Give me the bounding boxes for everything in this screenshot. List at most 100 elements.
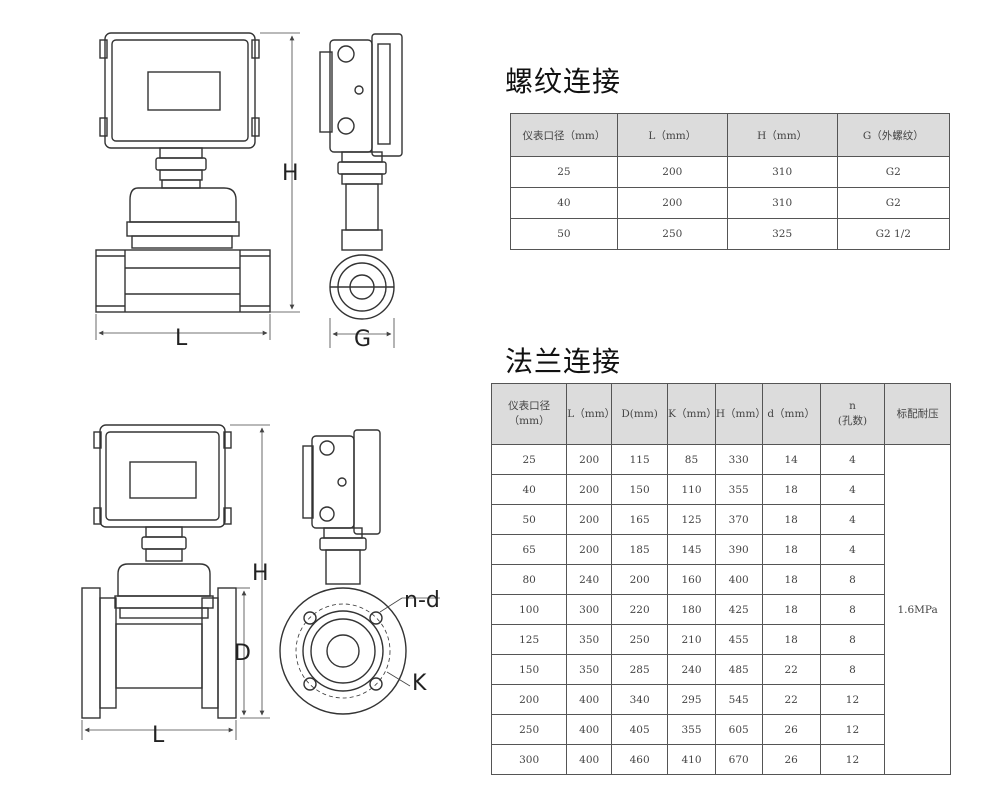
col-header-n-sub: (孔数) xyxy=(837,415,868,427)
cell: G2 1/2 xyxy=(836,218,951,250)
cell: 200 xyxy=(566,444,613,475)
cell: 390 xyxy=(714,534,763,565)
cell: 200 xyxy=(566,474,613,505)
cell: 410 xyxy=(667,744,716,775)
cell: 115 xyxy=(611,444,669,475)
col-header-bore: 仪表口径（mm） xyxy=(490,383,568,445)
cell: 14 xyxy=(761,444,821,475)
cell: 145 xyxy=(667,534,716,565)
cell: 425 xyxy=(714,594,763,625)
flange-section-title: 法兰连接 xyxy=(505,345,622,378)
cell: 26 xyxy=(761,714,821,745)
cell: 460 xyxy=(611,744,669,775)
cell: 25 xyxy=(510,156,618,188)
cell: 25 xyxy=(490,444,568,475)
flange-dimension-lines xyxy=(81,424,270,740)
cell: 485 xyxy=(714,654,763,685)
cell: 200 xyxy=(616,156,728,188)
label-flange-k: K xyxy=(412,671,427,696)
cell: 350 xyxy=(566,654,613,685)
cell: 250 xyxy=(616,218,728,250)
cell: 400 xyxy=(566,684,613,715)
thread-front-view xyxy=(95,32,271,313)
cell: 125 xyxy=(490,624,568,655)
cell: 180 xyxy=(667,594,716,625)
cell: 310 xyxy=(726,156,838,188)
col-header-h: H（mm） xyxy=(726,113,838,157)
label-thread-l: L xyxy=(175,326,188,351)
thread-dimension-lines xyxy=(95,32,300,340)
table-row: 50 250 325 G2 1/2 xyxy=(510,218,951,250)
cell: 18 xyxy=(761,534,821,565)
cell: 22 xyxy=(761,684,821,715)
col-header-k: K（mm） xyxy=(667,383,717,445)
cell: 405 xyxy=(611,714,669,745)
cell: 4 xyxy=(819,534,886,565)
cell: 545 xyxy=(714,684,763,715)
cell: 295 xyxy=(667,684,716,715)
cell: 340 xyxy=(611,684,669,715)
cell: 18 xyxy=(761,624,821,655)
cell: 605 xyxy=(714,714,763,745)
cell: 160 xyxy=(667,564,716,595)
cell: 250 xyxy=(611,624,669,655)
thread-side-view xyxy=(319,33,403,320)
cell: 185 xyxy=(611,534,669,565)
table-header-row: 仪表口径（mm） L（mm） H（mm） G（外螺纹） xyxy=(510,113,951,157)
cell: 40 xyxy=(510,187,618,219)
cell: 150 xyxy=(490,654,568,685)
cell: 18 xyxy=(761,504,821,535)
cell: 200 xyxy=(490,684,568,715)
table-row: 25 200 310 G2 xyxy=(510,156,951,188)
cell: 325 xyxy=(726,218,838,250)
cell: 310 xyxy=(726,187,838,219)
cell: 455 xyxy=(714,624,763,655)
technical-drawings: H L G H L D n-d K xyxy=(81,32,440,748)
cell: 285 xyxy=(611,654,669,685)
cell: 4 xyxy=(819,504,886,535)
cell: 200 xyxy=(611,564,669,595)
thread-section-title: 螺纹连接 xyxy=(505,65,622,98)
cell: 150 xyxy=(611,474,669,505)
cell: 210 xyxy=(667,624,716,655)
flange-front-view xyxy=(81,424,237,719)
cell: 65 xyxy=(490,534,568,565)
label-thread-h: H xyxy=(282,161,299,186)
cell: 200 xyxy=(616,187,728,219)
cell: 400 xyxy=(566,714,613,745)
label-flange-nd: n-d xyxy=(404,588,440,613)
flange-side-view xyxy=(279,429,407,715)
cell: 12 xyxy=(819,744,886,775)
label-flange-d: D xyxy=(234,641,251,666)
label-thread-g: G xyxy=(354,327,371,352)
cell: 12 xyxy=(819,684,886,715)
cell: 300 xyxy=(566,594,613,625)
label-flange-l: L xyxy=(152,723,165,748)
col-header-pressure: 标配耐压 xyxy=(884,383,951,445)
cell: 200 xyxy=(566,534,613,565)
cell: 18 xyxy=(761,564,821,595)
cell: 370 xyxy=(714,504,763,535)
cell: 250 xyxy=(490,714,568,745)
cell: 18 xyxy=(761,474,821,505)
col-header-l: L（mm） xyxy=(566,383,615,445)
cell: 80 xyxy=(490,564,568,595)
cell: 8 xyxy=(819,594,886,625)
cell: 4 xyxy=(819,444,886,475)
cell: 50 xyxy=(490,504,568,535)
flange-spec-table: 仪表口径（mm） L（mm） D(mm) K（mm） H（mm） d（mm） n… xyxy=(490,383,951,775)
col-header-n: n (孔数) xyxy=(819,383,886,445)
col-header-l: L（mm） xyxy=(616,113,728,157)
cell: 100 xyxy=(490,594,568,625)
cell: 240 xyxy=(667,654,716,685)
cell: 400 xyxy=(566,744,613,775)
